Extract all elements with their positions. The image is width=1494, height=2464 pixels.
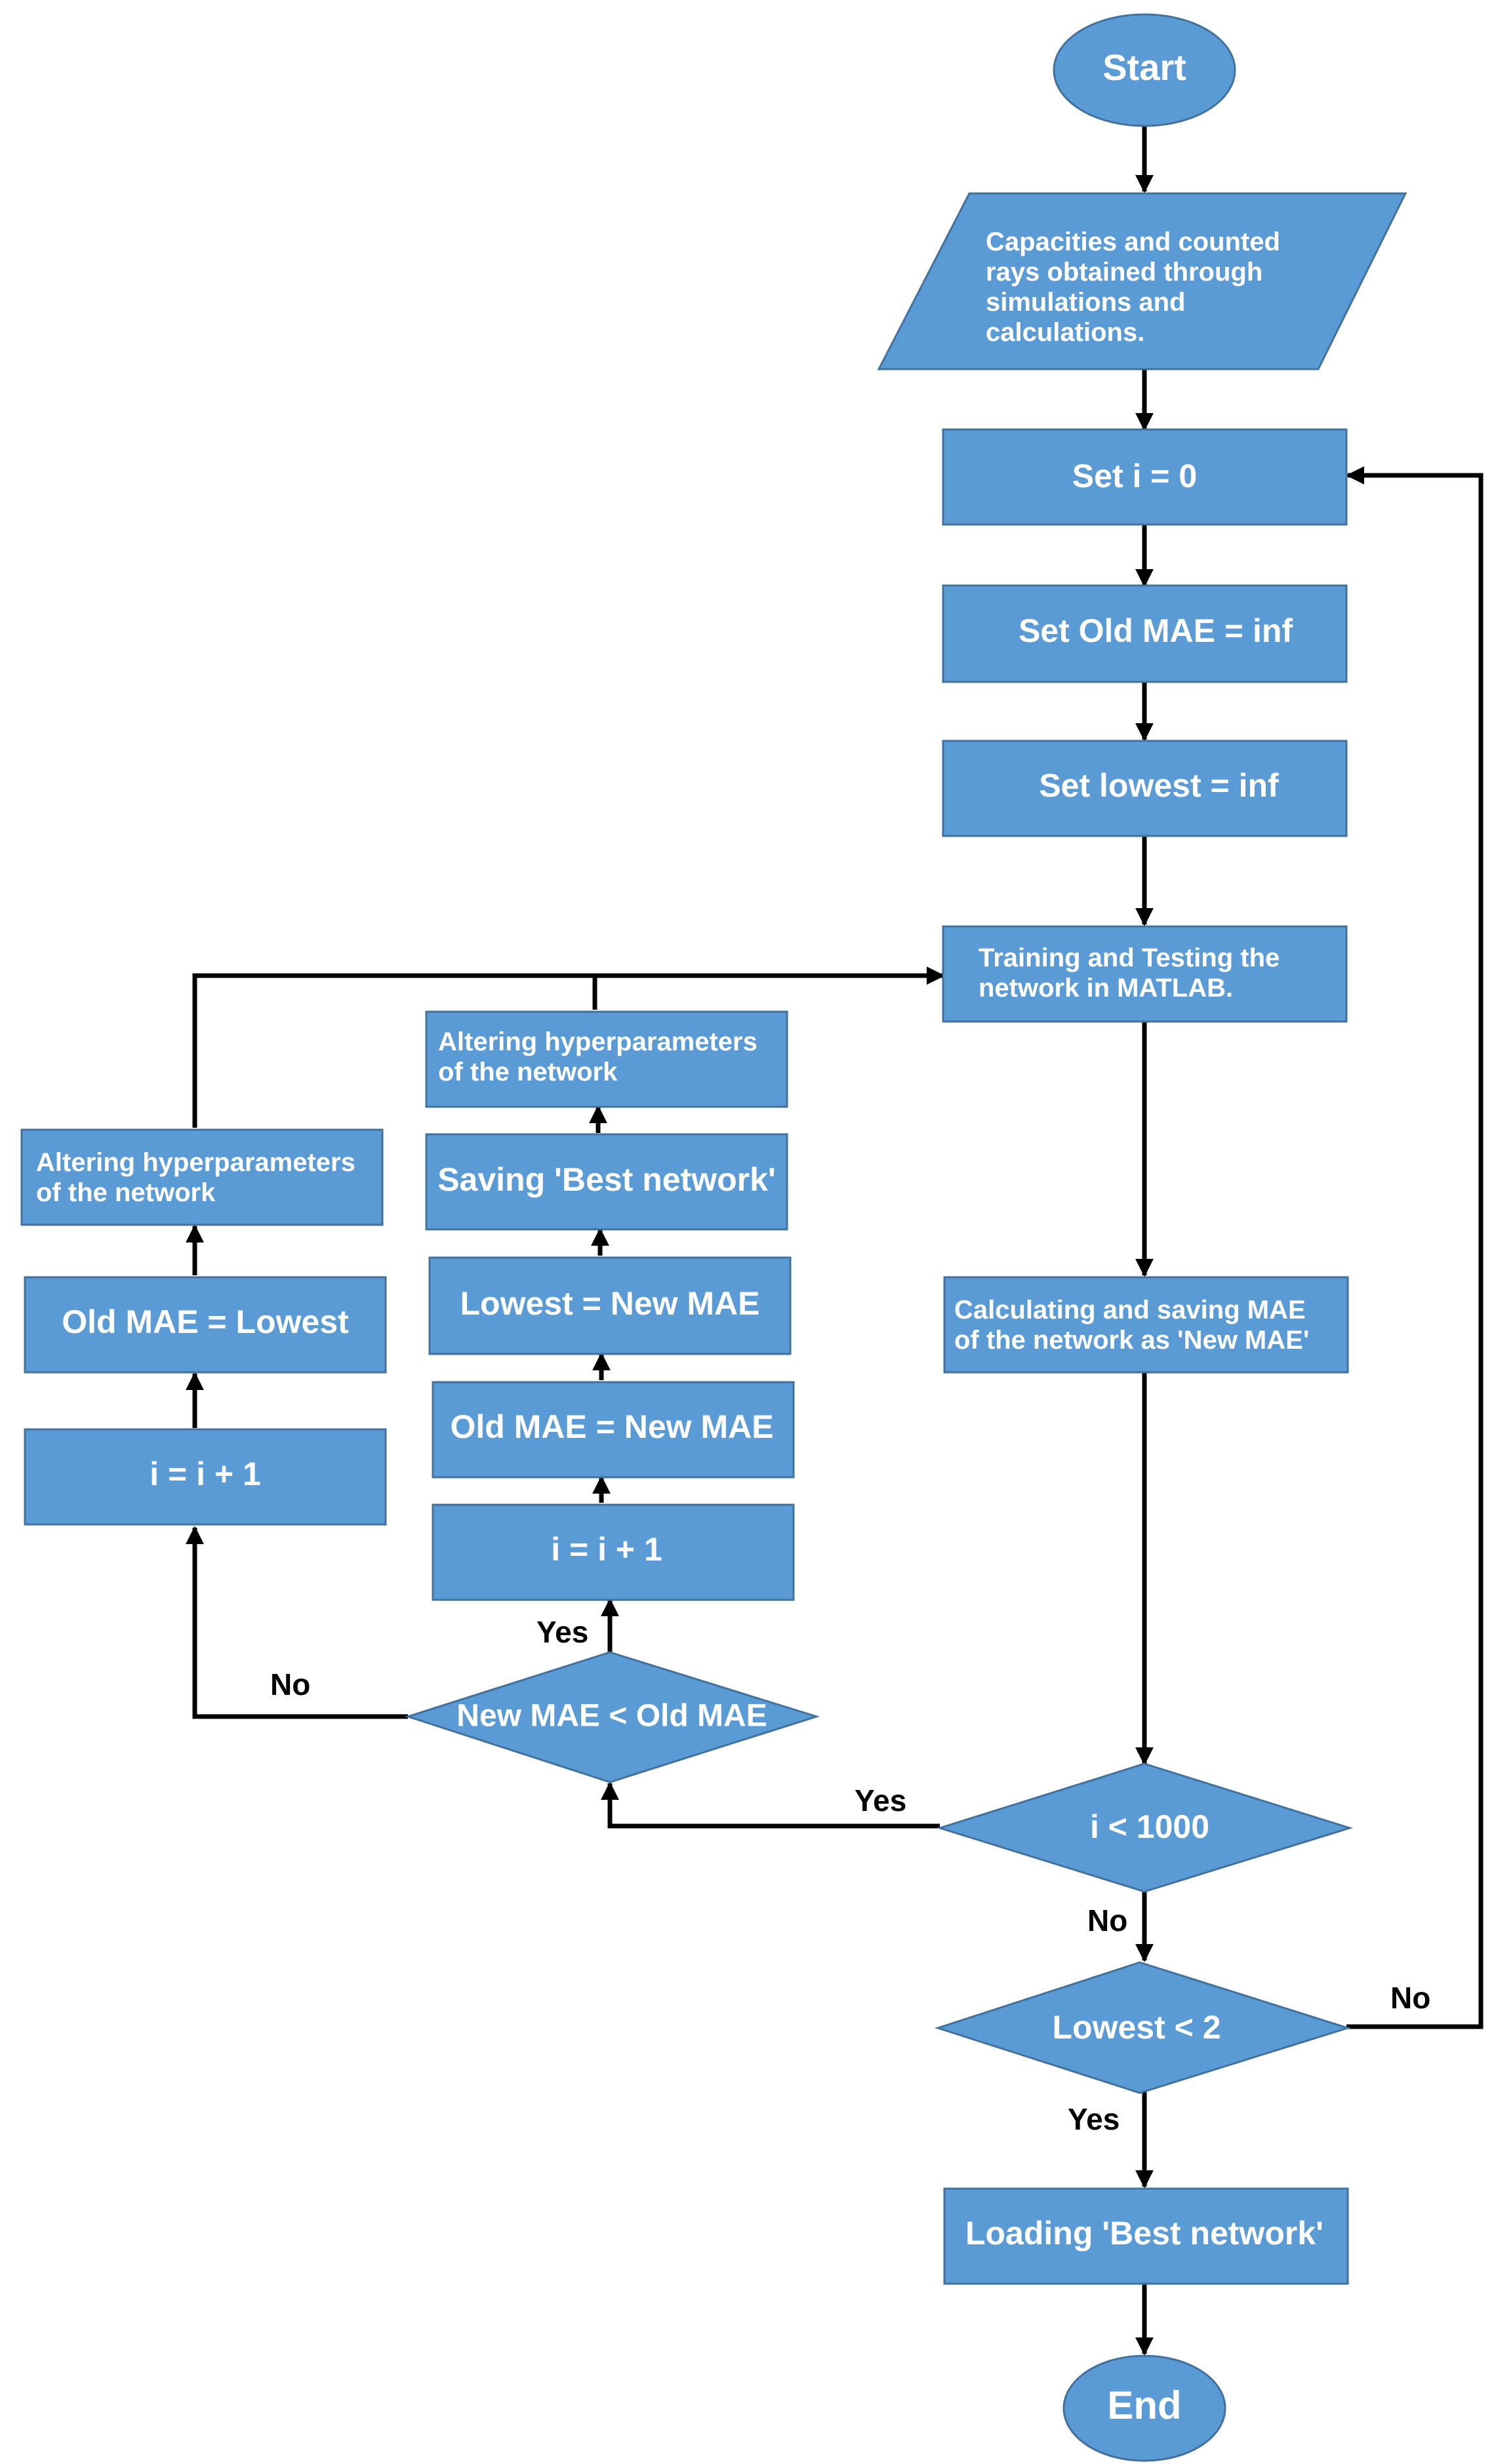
left-old-mae-node: Old MAE = Lowest [24,1276,387,1374]
left-increment-label: i = i + 1 [150,1456,261,1492]
mid-lowest-node: Lowest = New MAE [428,1256,792,1355]
edge-label-mae-yes: Yes [536,1615,588,1649]
line-left-alter-to-train [192,973,595,1128]
cond-mae-node: New MAE < Old MAE [405,1651,820,1783]
cond-lowest-label: Lowest < 2 [1052,2009,1221,2046]
left-alter-line-1: Altering hyperparameters [36,1148,355,1177]
input-data-node: Capacities and counted rays obtained thr… [877,192,1407,370]
end-node: End [1062,2355,1226,2462]
mid-increment-node: i = i + 1 [432,1503,795,1601]
mid-old-mae-node: Old MAE = New MAE [432,1381,795,1479]
left-alter-line-2: of the network [36,1178,216,1207]
cond-lowest-node: Lowest < 2 [935,1961,1352,2094]
mid-save-node: Saving 'Best network' [425,1133,788,1231]
set-lowest-label: Set lowest = inf [1039,767,1279,804]
set-i-node: Set i = 0 [942,428,1348,526]
mid-lowest-label: Lowest = New MAE [460,1285,759,1322]
input-data-line-2: rays obtained through [986,258,1262,287]
arrow-cond-i-yes [601,1781,940,1829]
input-data-label: Capacities and counted rays obtained thr… [986,228,1287,347]
input-data-line-1: Capacities and counted [986,228,1280,256]
start-node: Start [1053,13,1236,127]
calc-mae-label: Calculating and saving MAE of the networ… [954,1296,1313,1355]
load-best-node: Loading 'Best network' [943,2187,1349,2285]
mid-increment-label: i = i + 1 [551,1531,662,1568]
train-test-line-2: network in MATLAB. [979,974,1233,1003]
cond-i-label: i < 1000 [1090,1808,1209,1845]
arrow-mid-alter-to-train [592,966,945,1010]
arrow-cond-lowest-no-loop [1346,466,1484,2029]
edge-label-mae-no: No [270,1667,310,1701]
set-i-label: Set i = 0 [1072,458,1197,494]
calc-mae-line-2: of the network as 'New MAE' [954,1326,1309,1355]
edge-label-lowest-no: No [1390,1981,1430,2015]
left-old-mae-label: Old MAE = Lowest [62,1303,349,1340]
edge-label-lowest-yes: Yes [1068,2102,1120,2136]
left-increment-node: i = i + 1 [24,1428,387,1526]
mid-save-label: Saving 'Best network' [437,1161,776,1198]
mid-alter-line-1: Altering hyperparameters [438,1027,757,1056]
train-test-node: Training and Testing the network in MATL… [942,925,1348,1023]
set-old-mae-node: Set Old MAE = inf [942,584,1348,683]
start-node-label: Start [1102,47,1186,88]
left-alter-node: Altering hyperparameters of the network [20,1128,384,1226]
mid-alter-label: Altering hyperparameters of the network [438,1027,765,1086]
mid-old-mae-label: Old MAE = New MAE [450,1408,773,1445]
set-old-mae-label: Set Old MAE = inf [1019,612,1293,649]
train-test-line-1: Training and Testing the [979,944,1280,972]
set-lowest-node: Set lowest = inf [942,740,1348,837]
cond-mae-label: New MAE < Old MAE [456,1699,767,1734]
cond-i-node: i < 1000 [936,1762,1354,1893]
left-alter-label: Altering hyperparameters of the network [36,1148,363,1207]
arrow-cond-mae-no [186,1526,408,1719]
end-node-label: End [1107,2383,1181,2427]
edge-label-i-yes: Yes [855,1783,906,1818]
input-data-line-3: simulations and [986,288,1186,317]
connectors [186,127,1484,2356]
calc-mae-line-1: Calculating and saving MAE [954,1296,1306,1324]
train-test-label: Training and Testing the network in MATL… [979,944,1287,1003]
edge-label-i-no: No [1087,1903,1127,1937]
mid-alter-node: Altering hyperparameters of the network [425,1010,788,1108]
load-best-label: Loading 'Best network' [965,2215,1323,2252]
mid-alter-line-2: of the network [438,1058,618,1086]
calc-mae-node: Calculating and saving MAE of the networ… [943,1276,1349,1374]
input-data-line-4: calculations. [986,318,1144,347]
